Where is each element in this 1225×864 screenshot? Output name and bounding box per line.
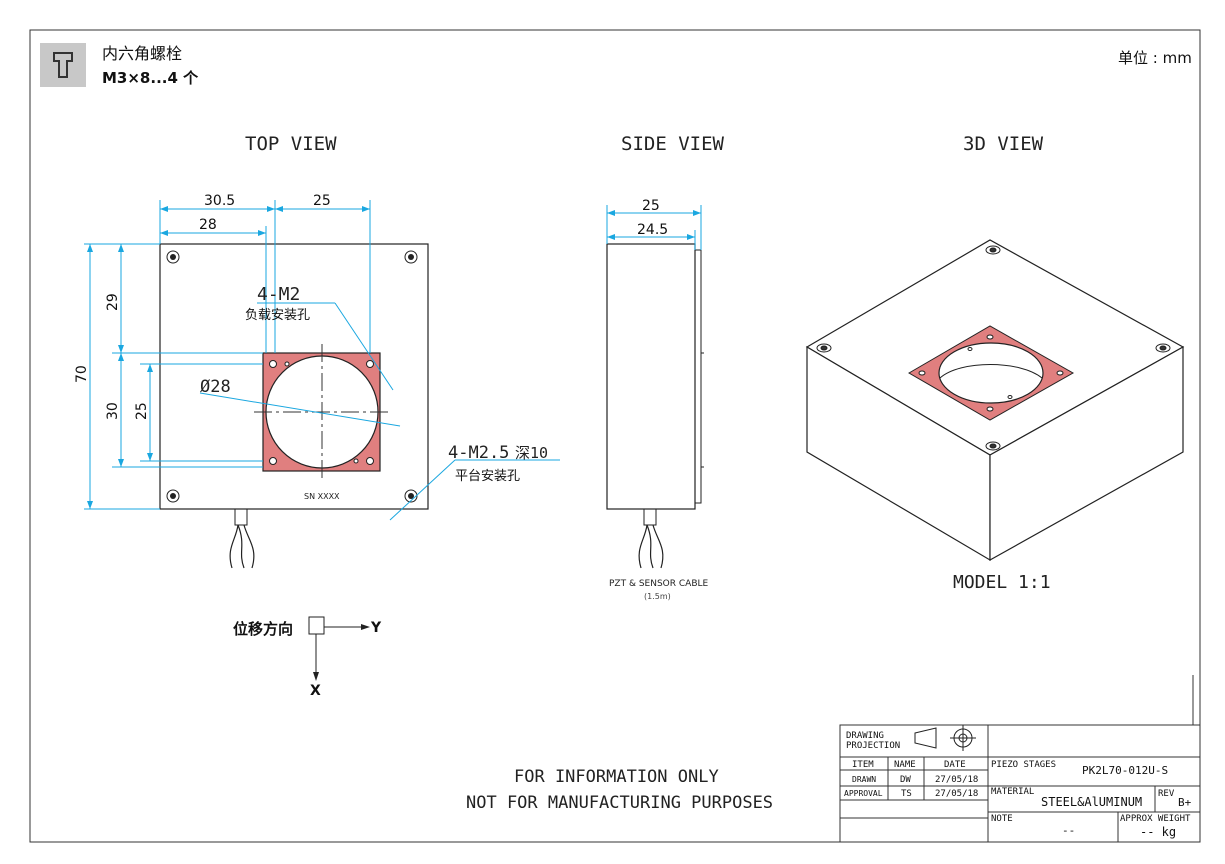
pin-hole <box>284 361 290 367</box>
iso-aperture-depth <box>939 364 1043 379</box>
weight-label: APPROX WEIGHT <box>1120 814 1191 824</box>
material-label: MATERIAL <box>991 787 1034 797</box>
mount-hole <box>166 489 180 503</box>
dim-70: 70 <box>74 365 90 383</box>
platform-hole-spec: 4-M2.5 <box>448 443 509 463</box>
drawn-date: 27/05/18 <box>935 775 978 785</box>
cable-length: (1.5m) <box>644 592 671 601</box>
hex-bolt-icon-glyph <box>53 52 73 78</box>
load-hole <box>269 457 277 465</box>
cable <box>229 524 255 569</box>
load-hole <box>269 360 277 368</box>
mount-hole <box>404 250 418 264</box>
iso-holes <box>918 334 1064 412</box>
projection-label-2: PROJECTION <box>846 741 900 751</box>
side-dim-24-5: 24.5 <box>637 222 668 238</box>
mount-hole <box>404 489 418 503</box>
top-view-title: TOP VIEW <box>245 133 337 155</box>
dim-28: 28 <box>199 217 217 233</box>
mount-hole <box>166 250 180 264</box>
iso-corner-holes <box>816 245 1171 451</box>
drawing-frame <box>29 29 1201 843</box>
side-cable <box>638 524 664 569</box>
load-hole <box>366 360 374 368</box>
3d-view <box>805 239 1185 562</box>
direction-label: 位移方向 <box>233 620 293 638</box>
platform-hole-depth: 深10 <box>515 444 548 462</box>
rev-label: REV <box>1158 789 1175 799</box>
drawn-label: DRAWN <box>852 775 876 784</box>
platform-hole-desc: 平台安装孔 <box>455 469 520 484</box>
pin-hole <box>353 458 359 464</box>
part-name: 内六角螺栓 <box>102 44 182 63</box>
cable-gland <box>234 508 248 526</box>
rev-value: B+ <box>1178 796 1192 809</box>
col-date: DATE <box>944 760 966 770</box>
drawn-name: DW <box>900 775 911 785</box>
piezo-label: PIEZO STAGES <box>991 760 1056 770</box>
notice-line-1: FOR INFORMATION ONLY <box>514 767 719 787</box>
x-axis-label: X <box>310 683 321 699</box>
y-axis-label: Y <box>370 620 382 636</box>
3d-view-title: 3D VIEW <box>963 133 1044 155</box>
approval-name: TS <box>901 789 912 799</box>
direction-indicator: 位移方向 Y X <box>233 616 382 699</box>
side-dim-25: 25 <box>642 198 660 214</box>
direction-origin-box <box>308 616 325 635</box>
note-value: -- <box>1062 824 1075 837</box>
dim-25-top: 25 <box>313 193 331 209</box>
side-view: 25 24.5 PZT & SENSOR CABLE (1.5m) <box>606 198 709 601</box>
serial-label: SN XXXX <box>304 492 340 501</box>
part-spec: M3×8...4 个 <box>102 69 199 87</box>
part-number: PK2L70-012U-S <box>1082 764 1168 777</box>
iso-aperture <box>938 342 1044 404</box>
iso-right-face <box>989 345 1184 562</box>
projection-circle-icon <box>950 725 976 751</box>
col-item: ITEM <box>852 760 874 770</box>
unit-label: 单位 : mm <box>1118 49 1192 67</box>
side-cable-gland <box>643 508 657 526</box>
header: 内六角螺栓 M3×8...4 个 单位 : mm <box>40 43 1192 87</box>
side-body <box>606 243 696 510</box>
load-hole-spec: 4-M2 <box>257 284 300 305</box>
aperture-diameter: Ø28 <box>200 377 231 397</box>
notice-line-2: NOT FOR MANUFACTURING PURPOSES <box>466 793 773 813</box>
model-scale: MODEL 1:1 <box>953 572 1051 593</box>
load-hole <box>366 457 374 465</box>
col-name: NAME <box>894 760 916 770</box>
dim-25-left: 25 <box>134 402 150 420</box>
cable-label: PZT & SENSOR CABLE <box>609 579 709 589</box>
weight-value: -- kg <box>1140 825 1176 839</box>
dim-30-5: 30.5 <box>204 193 235 209</box>
note-label: NOTE <box>991 814 1013 824</box>
first-angle-projection-icon <box>914 727 937 749</box>
title-block: DRAWING PROJECTION ITEM NAME DATE DRAWN … <box>839 675 1201 843</box>
top-view: SN XXXX <box>74 193 560 569</box>
projection-label-1: DRAWING <box>846 731 884 741</box>
load-hole-desc: 负载安装孔 <box>245 308 310 323</box>
side-view-title: SIDE VIEW <box>621 133 725 155</box>
side-plate <box>694 249 702 504</box>
material-value: STEEL&AlUMINUM <box>1041 795 1142 809</box>
approval-date: 27/05/18 <box>935 789 978 799</box>
approval-label: APPROVAL <box>844 789 883 798</box>
stage-body-outline <box>159 243 429 510</box>
dim-29: 29 <box>105 293 121 311</box>
dim-30: 30 <box>105 402 121 420</box>
hex-bolt-icon <box>40 43 86 87</box>
